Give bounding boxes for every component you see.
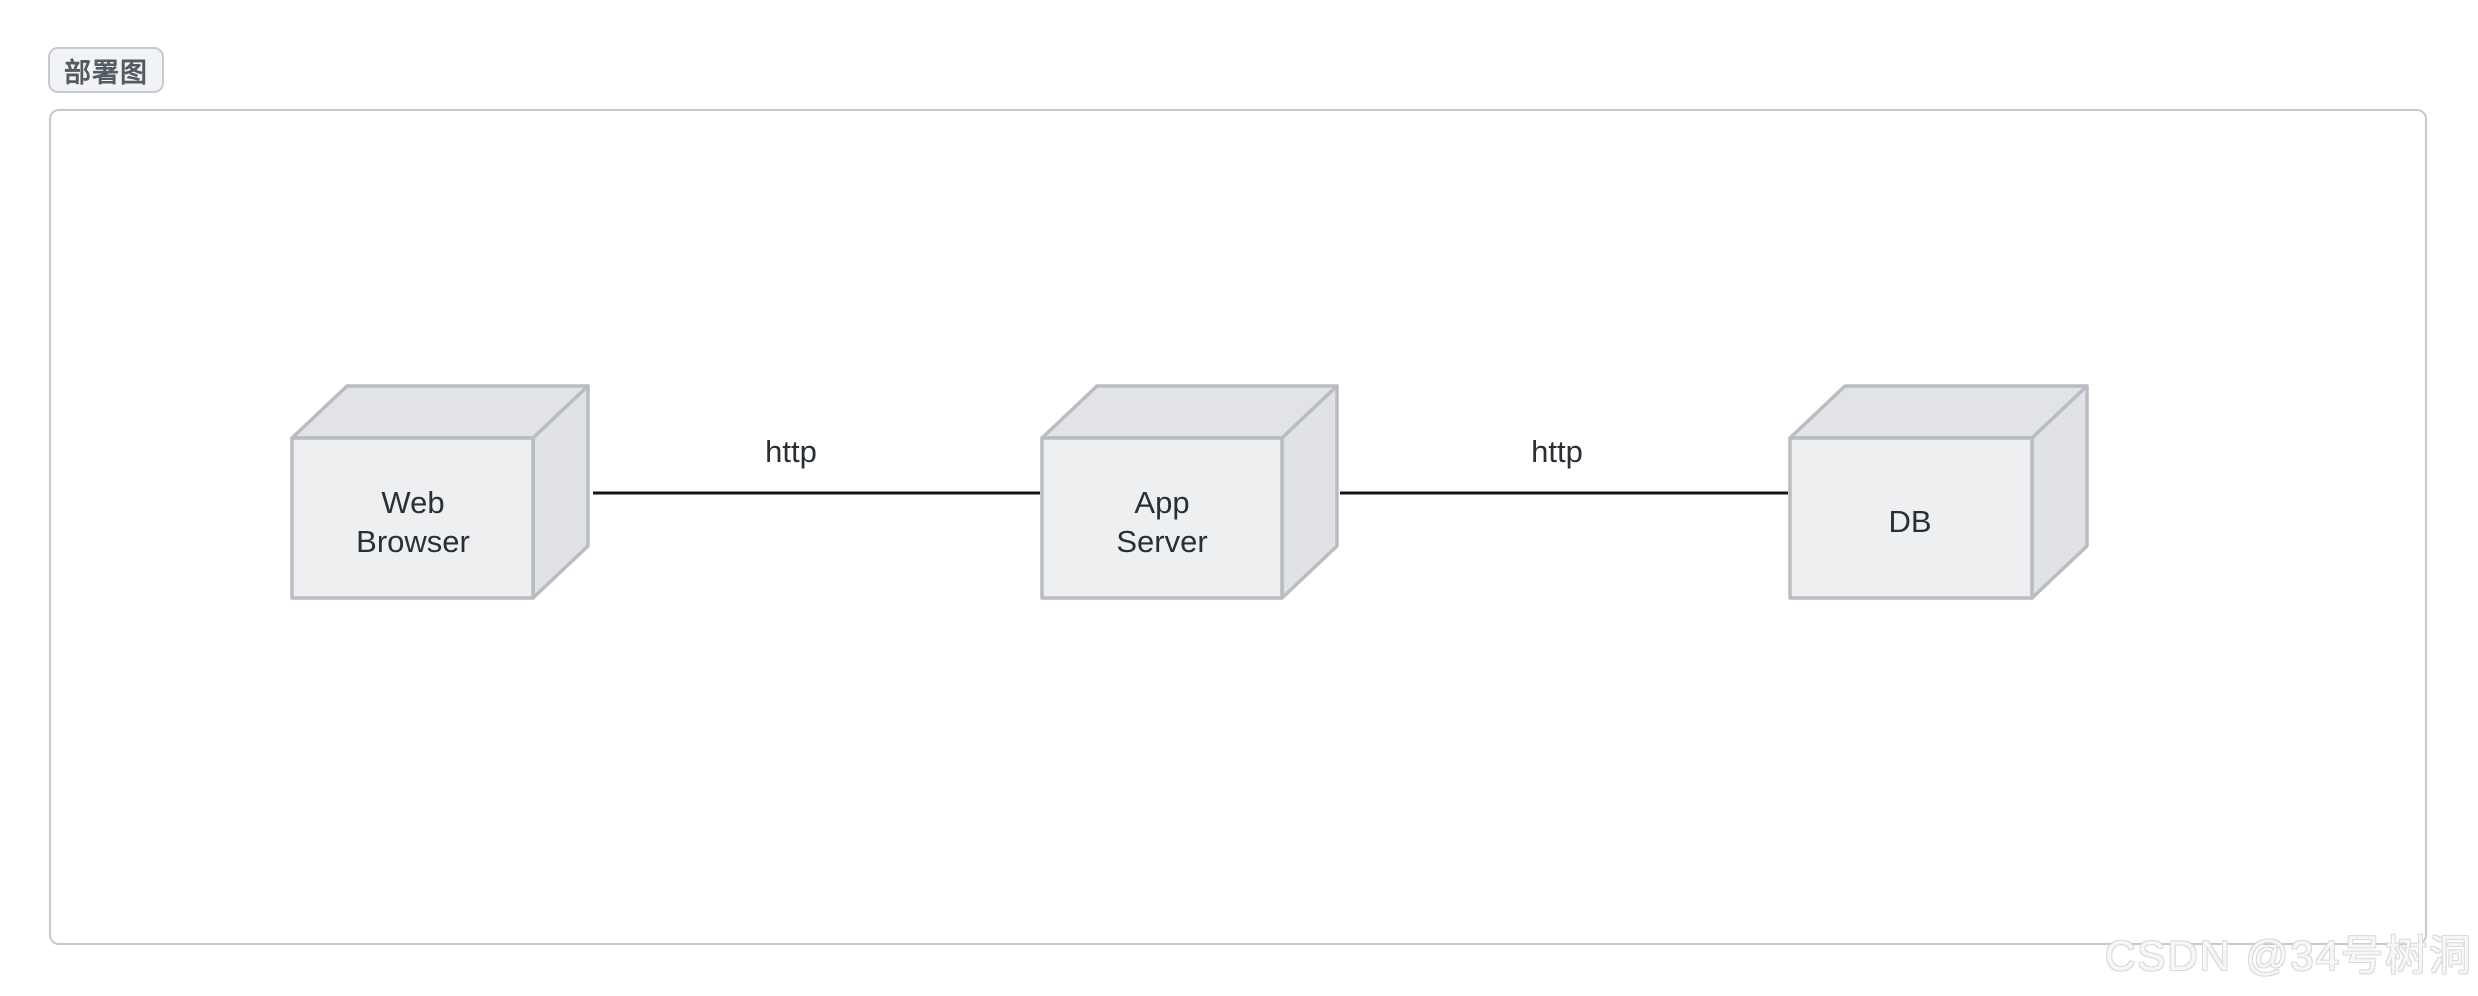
diagram-type-badge[interactable]: 部署图 — [48, 47, 164, 93]
watermark: CSDN @34号树洞 — [2104, 932, 2473, 979]
diagram-container — [49, 109, 2427, 945]
